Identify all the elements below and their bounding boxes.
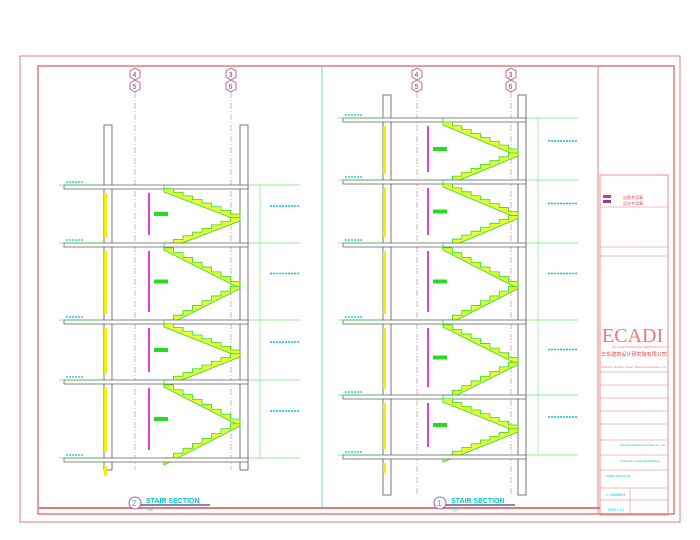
stair-flight [163,185,241,222]
door-mark [148,193,150,235]
floor-slab [63,457,249,463]
stair-flight [163,320,241,358]
section-2-title: STAIR SECTION [146,498,200,505]
window-mark [383,251,386,314]
stamp-label-2: 设计专用章 [623,200,643,206]
landing [433,423,447,427]
floor-slab [342,394,527,400]
window-mark [383,328,386,389]
drawing-title: STAIR SECTIONS [606,474,631,478]
floor-slab [63,184,249,190]
company-chinese: 华东建筑设计研究院有限公司 [601,351,667,358]
sheet-frame [19,55,681,523]
wall-right [239,124,249,471]
landing [154,348,168,352]
landing [154,417,168,421]
partner-name: Nadrand, Bandle, Street, Street & Associ… [601,365,667,369]
grid-bubble-label: 5 [133,84,137,91]
drawing-date: 2005.1.10 [608,508,624,512]
section-1-label: 1 STAIR SECTION 1:50 [433,496,515,512]
landing [154,279,168,284]
client-name: Shanghai Xintiandi Landmark Co., Ltd [620,443,665,447]
door-mark [148,328,150,372]
door-mark [427,328,429,387]
window-mark [104,388,107,452]
floor-slab [63,379,249,385]
stamp-label-1: 出图专用章 [623,194,643,200]
section-2-number: 2 [132,499,137,508]
door-mark [427,126,429,172]
door-mark [427,403,429,447]
grid-bubble-label: 4 [415,72,419,79]
door-mark [427,188,429,235]
section-1-title: STAIR SECTION [451,498,505,505]
grid-bubble-label: 6 [509,84,513,91]
company-english: EAST CHINA ARCHITECTURAL DESIGN & RESEAR… [612,345,668,349]
stair-flight [442,395,519,433]
grid-bubble-label: 4 [133,72,137,79]
grid-bubble-label: 3 [509,72,513,79]
landing [433,147,447,151]
window-mark [104,193,107,237]
project-name: Xintiandi Landmark Building [620,459,660,463]
landing [433,355,447,360]
window-mark [104,328,107,374]
floor-slab [342,117,527,123]
stair-flight [163,380,241,427]
landing [433,279,447,284]
grid-bubble-label: 5 [415,84,419,91]
stair-flight [442,320,519,366]
section-1-drawing [338,92,578,496]
window-mark [383,126,386,174]
stair-flight [442,243,519,290]
door-mark [427,251,429,312]
section-2-label: 2 STAIR SECTION 1:50 [128,496,210,512]
window-mark [104,251,107,314]
section-2-scale: 1:50 [146,508,153,512]
grid-bubble-label: 3 [229,72,233,79]
floor-slab [342,319,527,325]
floor-slab [342,242,527,248]
floor-slab [342,454,527,460]
ecadi-logo: ECADI [602,325,663,347]
section-1-scale: 1:50 [451,508,458,512]
window-mark [104,466,107,476]
stair-flight [442,180,519,220]
window-mark [383,403,386,449]
window-mark [383,463,386,473]
grid-bubble-label: 6 [229,84,233,91]
door-mark [148,251,150,312]
landing [154,212,168,216]
grid-bubbles: 4 5 3 6 4 5 3 6 [129,67,517,93]
stair-flight [442,118,519,157]
section-2-drawing [59,92,300,476]
title-block: 出图专用章 设计专用章 ECADI EAST CHINA ARCHITECTUR… [599,174,669,516]
window-mark [383,188,386,237]
floor-slab [342,179,527,185]
drawing-number: C-0806802 [606,492,627,497]
section-1-number: 1 [437,499,442,508]
wall-right [517,94,527,496]
landing [433,209,447,214]
door-mark [148,388,150,450]
floor-slab [63,242,249,248]
floor-slab [63,319,249,325]
stair-flight [163,243,241,290]
